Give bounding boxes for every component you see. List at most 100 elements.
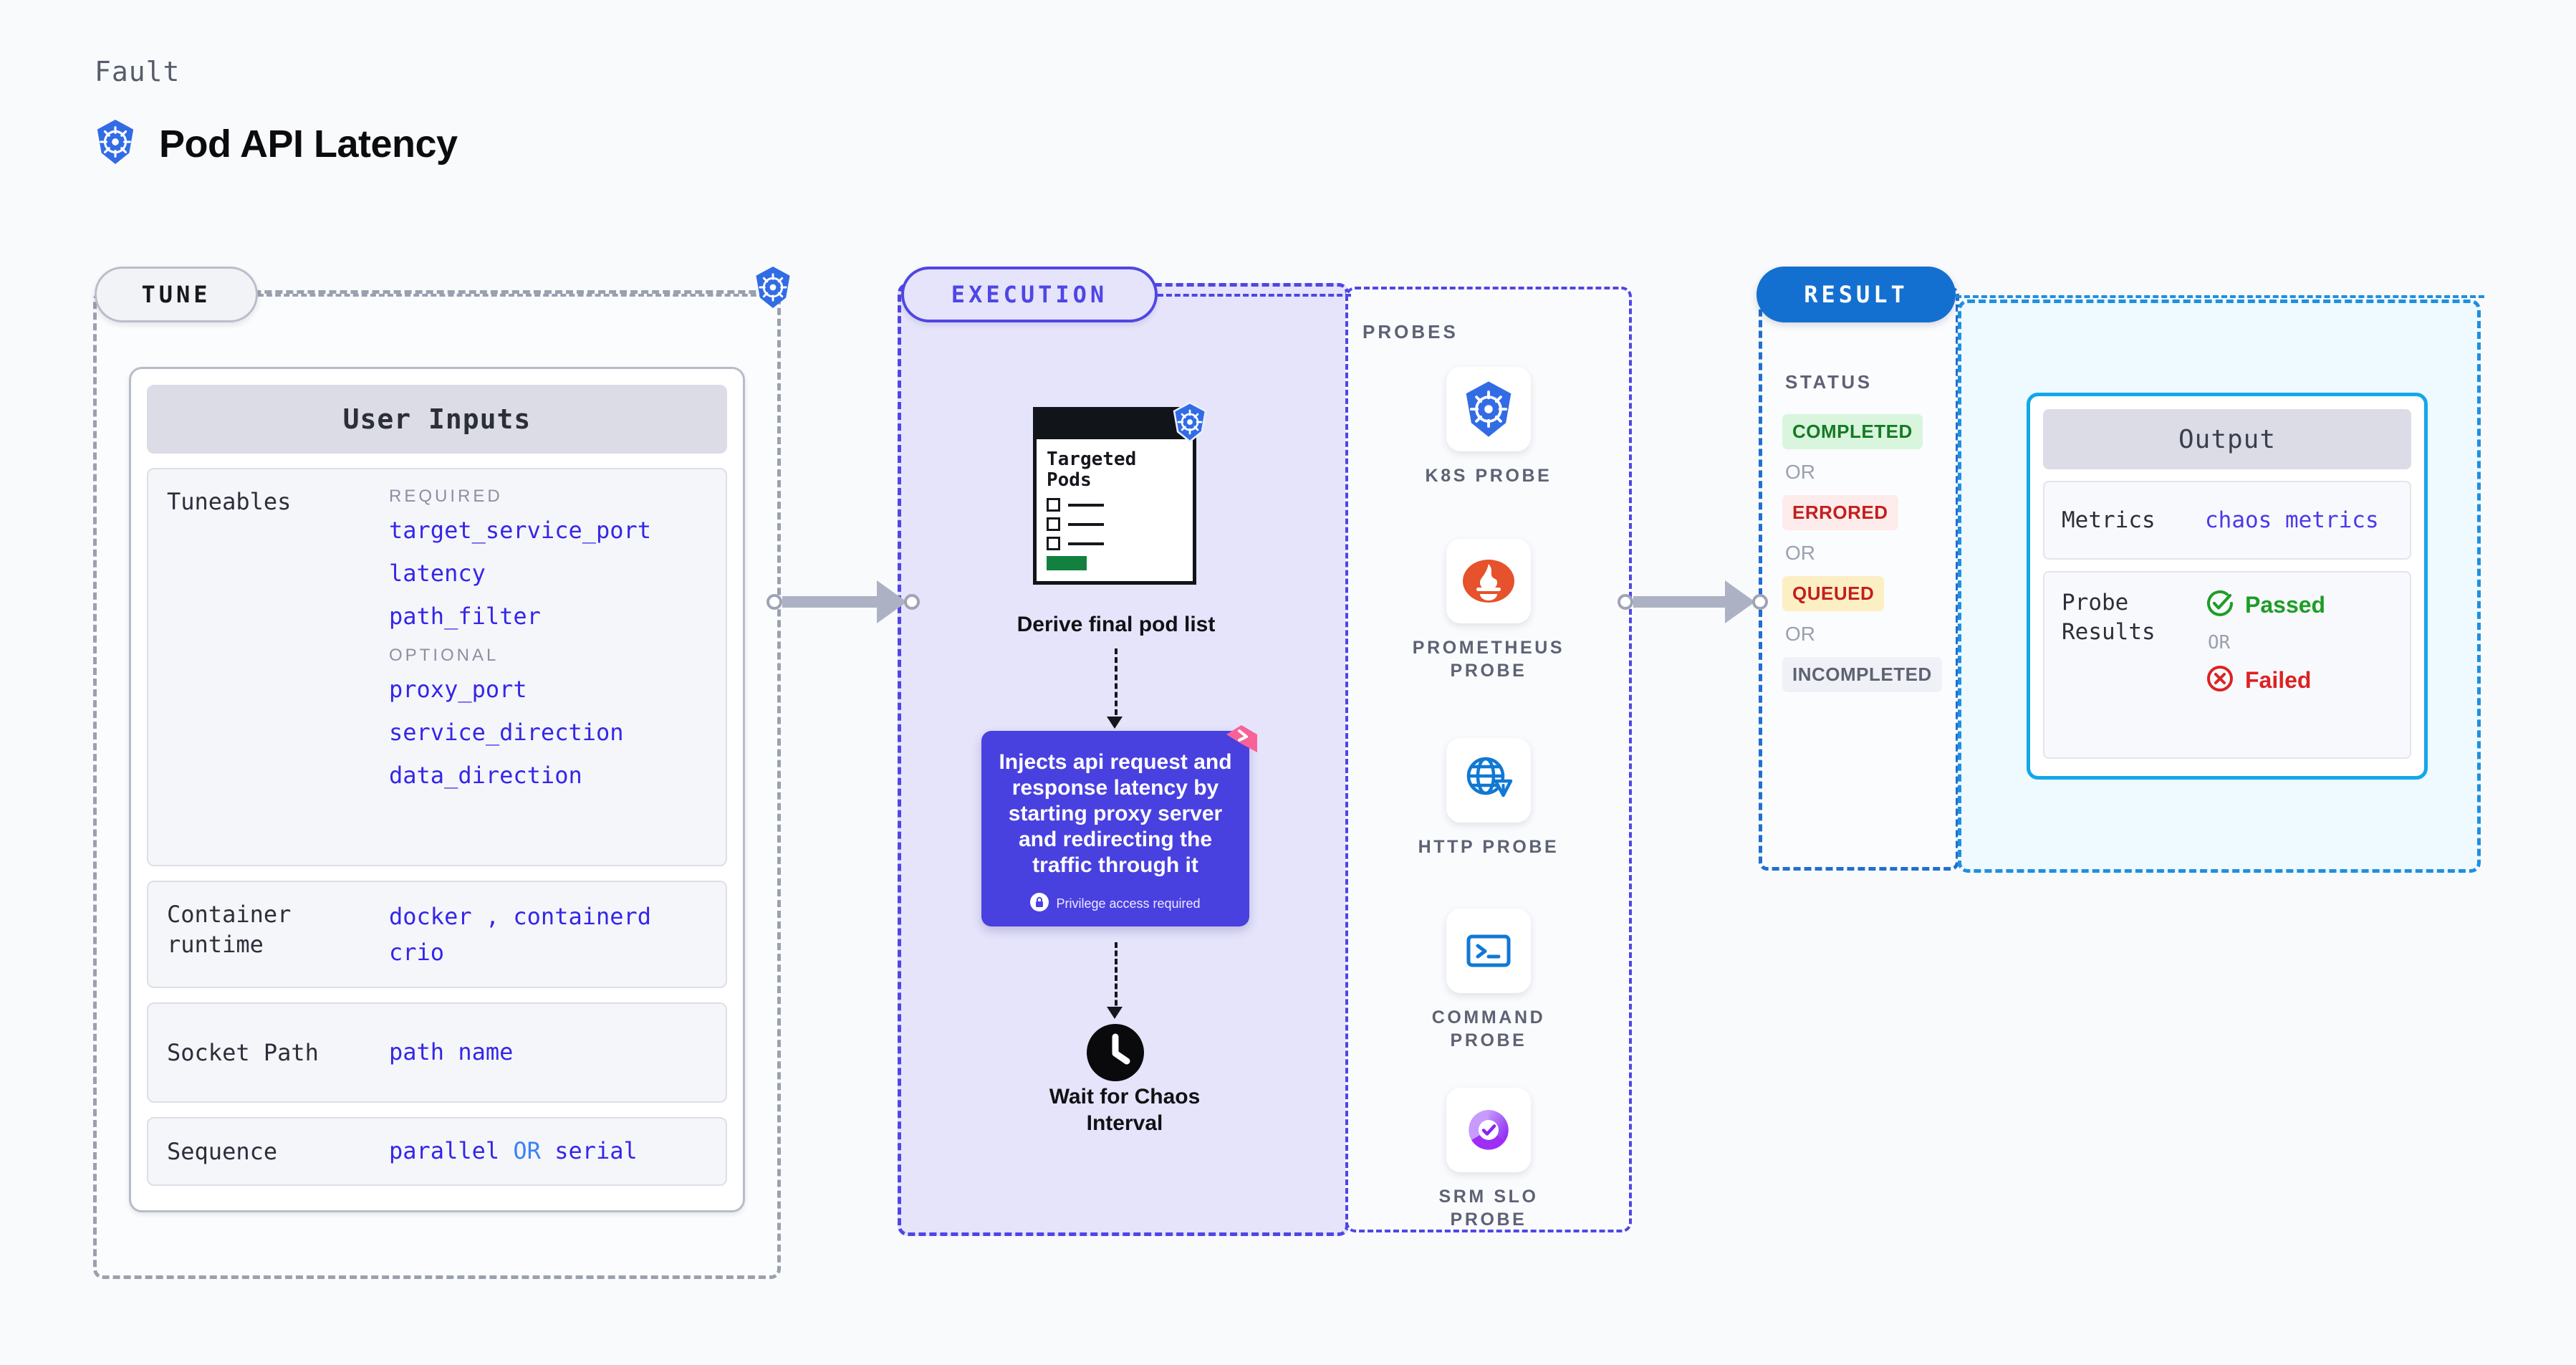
probe-srm-slo[interactable]: SRM SLO PROBE	[1403, 1088, 1575, 1231]
metrics-value[interactable]: chaos metrics	[2205, 507, 2379, 533]
connector-shaft	[782, 596, 878, 608]
tune-to-execution-connector	[766, 580, 920, 623]
targeted-pods-card: Targeted Pods	[1033, 407, 1196, 585]
connector-dot	[1752, 594, 1768, 610]
container-runtime-label: Container runtime	[167, 901, 292, 959]
probe-result-or: OR	[2208, 632, 2231, 653]
probe-http[interactable]: HTTP PROBE	[1403, 738, 1575, 858]
page-title: Pod API Latency	[93, 118, 458, 169]
optional-group-label: OPTIONAL	[389, 646, 499, 665]
tuneable-latency[interactable]: latency	[389, 560, 486, 587]
runtime-crio[interactable]: crio	[389, 938, 445, 966]
privilege-note: Privilege access required	[994, 893, 1236, 915]
probe-label: COMMAND PROBE	[1431, 1007, 1546, 1050]
status-title: STATUS	[1785, 371, 1873, 393]
connector-shaft	[1633, 596, 1726, 608]
tuneable-data-direction[interactable]: data_direction	[389, 762, 582, 789]
fault-kicker: Fault	[95, 56, 181, 87]
runtime-docker[interactable]: docker	[389, 903, 472, 930]
flow-connector	[1115, 648, 1118, 724]
inject-fault-card: Injects api request and response latency…	[981, 725, 1257, 926]
progress-bar	[1047, 556, 1087, 571]
metrics-row: Metrics chaos metrics	[2043, 481, 2411, 560]
execution-to-result-connector	[1618, 580, 1768, 623]
runtime-separator: ,	[485, 903, 500, 930]
sequence-separator: OR	[513, 1137, 541, 1165]
probe-results-row: Probe Results Passed OR	[2043, 571, 2411, 759]
tuneable-path-filter[interactable]: path_filter	[389, 603, 541, 630]
kubernetes-icon	[93, 118, 138, 169]
arrow-down-icon	[1107, 717, 1123, 729]
list-item	[1047, 517, 1184, 532]
exec-leader-line	[1158, 294, 1351, 297]
connector-dot	[904, 594, 920, 610]
line-placeholder	[1068, 522, 1104, 526]
status-or: OR	[1785, 542, 1815, 564]
socket-path-row: Socket Path path name	[147, 1002, 727, 1103]
litmus-icon	[1222, 721, 1261, 763]
checkbox-icon	[1047, 537, 1060, 551]
status-badge-errored: ERRORED	[1782, 495, 1898, 530]
probe-results-label: Probe Results	[2062, 590, 2156, 645]
probe-command[interactable]: COMMAND PROBE	[1403, 909, 1575, 1052]
status-or: OR	[1785, 623, 1815, 645]
check-circle-icon	[2205, 588, 2235, 622]
derive-pod-list-caption: Derive final pod list	[1017, 613, 1216, 636]
terminal-icon	[1446, 909, 1531, 993]
probe-prometheus[interactable]: PROMETHEUS PROBE	[1403, 539, 1575, 682]
tuneable-target-service-port[interactable]: target_service_port	[389, 517, 652, 544]
tune-leader-line	[258, 294, 782, 297]
result-pill[interactable]: RESULT	[1756, 267, 1956, 322]
kubernetes-icon	[752, 265, 794, 313]
prometheus-icon	[1446, 539, 1531, 623]
probe-label: PROMETHEUS PROBE	[1412, 638, 1565, 681]
container-runtime-row: Container runtime docker , containerd cr…	[147, 881, 727, 988]
flow-connector	[1115, 942, 1118, 1014]
arrow-right-icon	[1725, 580, 1755, 623]
failed-label: Failed	[2245, 667, 2312, 693]
sequence-row: Sequence parallel OR serial	[147, 1117, 727, 1186]
list-item	[1047, 498, 1184, 512]
runtime-containerd[interactable]: containerd	[513, 903, 652, 930]
probe-label: SRM SLO PROBE	[1438, 1187, 1539, 1230]
checkbox-icon	[1047, 517, 1060, 532]
checkbox-icon	[1047, 498, 1060, 512]
probes-title: PROBES	[1363, 321, 1458, 343]
status-list: COMPLETED OR ERRORED OR QUEUED OR INCOMP…	[1782, 414, 1942, 692]
arrow-down-icon	[1107, 1007, 1123, 1019]
pod-list	[1047, 498, 1184, 551]
probe-label: HTTP PROBE	[1418, 837, 1559, 857]
line-placeholder	[1068, 542, 1104, 545]
probe-result-passed: Passed	[2205, 588, 2393, 622]
tuneable-service-direction[interactable]: service_direction	[389, 719, 624, 746]
tuneables-label: Tuneables	[167, 488, 292, 515]
probe-result-failed: Failed	[2205, 664, 2393, 697]
socket-path-label: Socket Path	[167, 1038, 319, 1066]
metrics-label: Metrics	[2062, 507, 2156, 533]
user-inputs-card: User Inputs Tuneables REQUIRED target_se…	[129, 367, 745, 1212]
required-group-label: REQUIRED	[389, 487, 503, 506]
probe-k8s[interactable]: K8S PROBE	[1403, 367, 1575, 487]
output-card: Output Metrics chaos metrics Probe Resul…	[2027, 393, 2428, 780]
result-leader-line	[1956, 295, 2484, 298]
card-titlebar	[1037, 411, 1193, 439]
connector-dot	[766, 594, 782, 610]
sequence-serial[interactable]: serial	[554, 1137, 638, 1165]
wait-interval-caption: Wait for Chaos Interval	[1049, 1085, 1201, 1136]
execution-pill[interactable]: EXECUTION	[901, 267, 1158, 322]
sequence-parallel[interactable]: parallel	[389, 1137, 500, 1165]
line-placeholder	[1068, 503, 1104, 507]
tuneable-proxy-port[interactable]: proxy_port	[389, 676, 527, 703]
x-circle-icon	[2205, 664, 2235, 697]
inject-description: Injects api request and response latency…	[999, 750, 1232, 877]
http-globe-warning-icon	[1446, 738, 1531, 823]
tune-pill[interactable]: TUNE	[95, 267, 258, 322]
status-badge-completed: COMPLETED	[1782, 414, 1923, 449]
user-inputs-header: User Inputs	[147, 385, 727, 454]
socket-path-value[interactable]: path name	[389, 1038, 514, 1066]
kubernetes-icon	[1446, 367, 1531, 451]
list-item	[1047, 537, 1184, 551]
kubernetes-icon	[1171, 401, 1209, 446]
status-badge-queued: QUEUED	[1782, 576, 1885, 611]
